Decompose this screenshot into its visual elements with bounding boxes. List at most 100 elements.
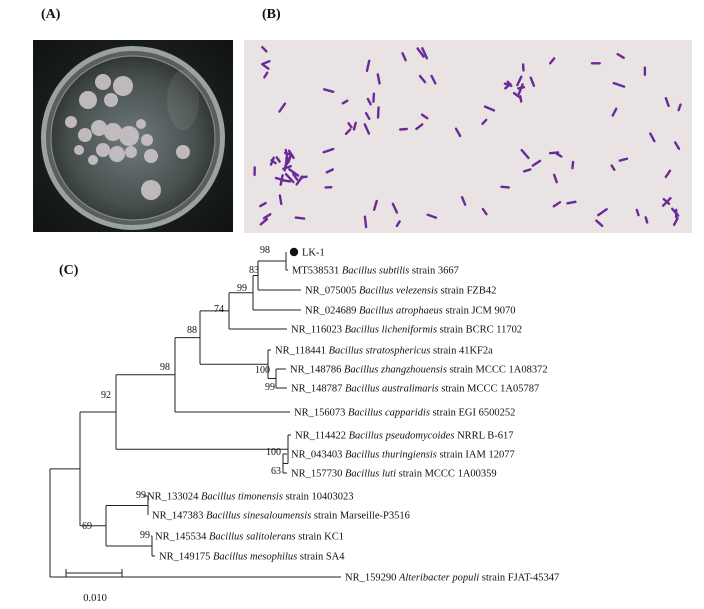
bacterial-rod (618, 157, 629, 162)
bacterial-rod (548, 151, 560, 155)
bacterial-rod (549, 57, 556, 65)
bacterial-rod (292, 172, 299, 181)
bacterial-rod (517, 83, 524, 95)
taxon-label: NR_024689 Bacillus atrophaeus strain JCM… (305, 306, 516, 317)
bacterial-rod (597, 208, 608, 217)
bacterial-rod (376, 106, 380, 119)
bacterial-rod (611, 107, 618, 117)
colonies (65, 74, 190, 200)
bacterial-rod (341, 99, 349, 105)
tree-branches (49, 252, 341, 578)
taxon-label: NR_147383 Bacillus sinesaloumensis strai… (152, 511, 410, 522)
bacterial-rod (376, 73, 381, 85)
bacterial-rod (363, 123, 371, 135)
bacterial-rod (282, 164, 292, 171)
bootstrap-value: 99 (136, 490, 146, 501)
bacterial-rod (262, 213, 272, 220)
bacterial-rod (664, 97, 670, 108)
bacterial-rod (566, 200, 577, 205)
taxon-label: LK-1 (302, 248, 325, 259)
taxon-label: NR_149175 Bacillus mesophilus strain SA4 (159, 552, 345, 563)
bacterial-rod (612, 81, 626, 88)
bacterial-rod (261, 60, 271, 66)
bacterial-rod (295, 175, 304, 186)
bacterial-rod (294, 216, 306, 220)
bacterial-rod (454, 127, 462, 138)
bacterial-rod (500, 185, 510, 189)
bacterial-rod (531, 159, 542, 167)
bacterial-rod (278, 194, 283, 206)
bacterial-rod (372, 92, 376, 103)
bacterial-rod (366, 97, 372, 106)
bootstrap-value: 99 (265, 382, 275, 393)
bacterial-rod (391, 202, 399, 214)
bacterial-rod (504, 82, 512, 90)
bacterial-rod (322, 147, 335, 154)
bacterial-rod (275, 156, 281, 163)
taxon-label: NR_156073 Bacillus capparidis strain EGI… (294, 408, 515, 419)
bacterial-rod (430, 74, 437, 85)
bacterial-rod (460, 196, 467, 206)
bacterial-rod (372, 199, 378, 211)
bacterial-rod (674, 141, 681, 151)
bacterial-rod (571, 160, 575, 170)
petri-dish-photo (33, 40, 233, 232)
bacterial-rod (520, 148, 530, 160)
gram-stain-micrograph (244, 40, 692, 233)
taxon-label: NR_145534 Bacillus salitolerans strain K… (155, 532, 344, 543)
bacterial-rod (416, 47, 425, 58)
bacterial-rod (401, 51, 407, 62)
bacterial-rod (284, 172, 295, 184)
bacterial-rod (516, 75, 523, 87)
bacterial-rod (285, 156, 289, 166)
bacterial-rod (519, 95, 523, 103)
bootstrap-value: 99 (140, 530, 150, 541)
bacterial-rod (512, 91, 522, 99)
bacterial-rod (363, 215, 368, 229)
bootstrap-value: 100 (255, 365, 270, 376)
panel-label-c: (C) (59, 263, 79, 278)
bacterial-rod (261, 45, 268, 53)
bootstrap-value: 98 (160, 362, 170, 373)
bootstrap-value: 99 (237, 283, 247, 294)
bacterial-rod (616, 52, 625, 59)
bacterial-rod (421, 47, 429, 60)
taxon-label: NR_148787 Bacillus australimaris strain … (291, 384, 539, 395)
bootstrap-value: 92 (101, 390, 111, 401)
bacterial-rod (415, 123, 424, 131)
bacterial-rod (555, 152, 563, 158)
panel-label-b: (B) (262, 7, 281, 22)
bacterial-rod (420, 113, 429, 120)
bacterial-rod (529, 76, 536, 87)
scale-bar-label: 0.010 (83, 593, 107, 604)
taxon-label: MT538531 Bacillus subtilis strain 3667 (292, 266, 459, 277)
bootstrap-value: 74 (214, 304, 224, 315)
bacterial-rod (483, 105, 496, 112)
bacterial-rod (364, 111, 371, 121)
taxon-label: NR_075005 Bacillus velezensis strain FZB… (305, 286, 496, 297)
scale-bar: 0.010 (65, 569, 123, 604)
bacterial-rod (347, 122, 353, 129)
bootstrap-value: 63 (271, 466, 281, 477)
taxon-label: NR_133024 Bacillus timonensis strain 104… (147, 492, 354, 503)
bacterial-rod (263, 71, 269, 79)
taxon-label: NR_118441 Bacillus stratosphericus strai… (275, 346, 493, 357)
bacterial-rod (677, 103, 682, 112)
bootstrap-value: 69 (82, 521, 92, 532)
bacterial-rod (635, 208, 640, 217)
bacterial-rod (365, 59, 371, 72)
bacterial-rod (552, 201, 562, 208)
bacterial-rod (259, 217, 269, 226)
bacterial-rod (395, 220, 401, 228)
bacterial-rod (418, 74, 427, 84)
bacterial-rod (322, 88, 335, 93)
bacterial-rod (664, 169, 672, 179)
bacterial-rods (253, 45, 682, 229)
bacterial-rod (523, 168, 532, 173)
bacterial-rod (644, 216, 649, 224)
bacterial-rod (344, 128, 352, 136)
bacterial-rod (352, 121, 357, 131)
